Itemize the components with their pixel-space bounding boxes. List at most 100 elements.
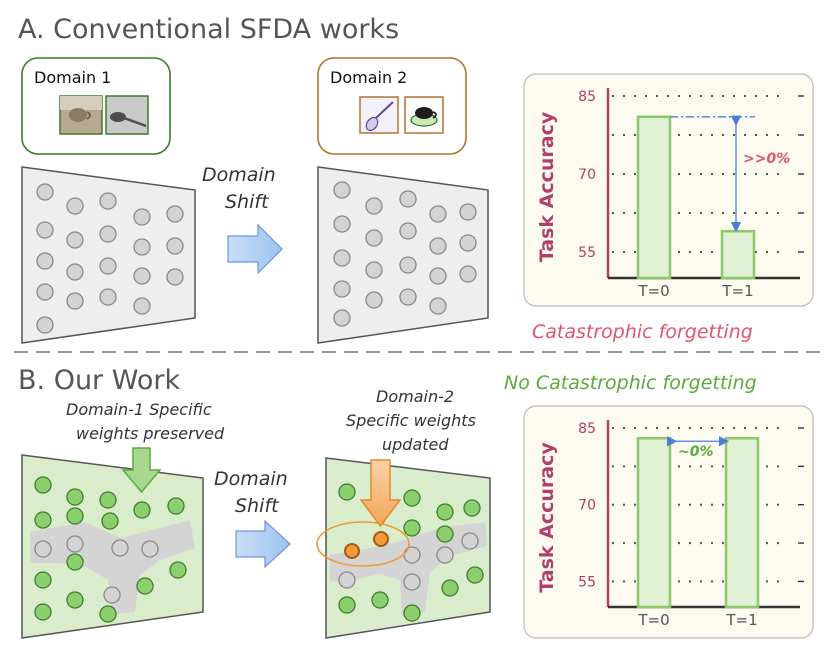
weight-node <box>371 591 389 609</box>
weight-node <box>99 192 117 210</box>
weight-node <box>34 571 52 589</box>
updated-weight-node <box>344 543 360 559</box>
domain-shift-b-line1: Domain <box>214 468 288 490</box>
weight-node <box>333 280 351 298</box>
domain-shift-b: Domain Shift <box>214 468 291 569</box>
weight-node <box>333 249 351 267</box>
weight-node <box>133 208 151 226</box>
weight-node <box>99 257 117 275</box>
updated-weights-region <box>316 521 410 567</box>
weight-node <box>101 512 119 530</box>
weight-node <box>399 256 417 274</box>
weight-node <box>338 483 356 501</box>
weight-node <box>169 561 187 579</box>
x-tick-label: T=1 <box>721 282 753 300</box>
weight-node <box>466 566 484 584</box>
cup-drawing-icon <box>404 96 444 134</box>
weight-node <box>36 283 54 301</box>
weight-node <box>99 491 117 509</box>
weight-node <box>36 183 54 201</box>
weight-node <box>441 579 459 597</box>
weight-node <box>66 197 84 215</box>
domain2-box: Domain 2 <box>317 57 467 155</box>
section-a-title: A. Conventional SFDA works <box>18 14 399 45</box>
weight-node <box>166 237 184 255</box>
weight-node <box>429 205 447 223</box>
weight-node <box>459 265 477 283</box>
bar <box>724 436 760 609</box>
weight-node <box>166 205 184 223</box>
domain-shift-a-line2: Shift <box>225 191 270 213</box>
weight-node <box>66 591 84 609</box>
preserve-arrow-icon <box>121 447 162 494</box>
catastrophic-forgetting-caption: Catastrophic forgetting <box>532 321 753 343</box>
source-model-network <box>21 166 196 344</box>
weight-node <box>141 540 159 558</box>
weight-node <box>133 501 151 519</box>
domain-shift-a-line1: Domain <box>202 164 276 186</box>
y-tick-label: 55 <box>578 574 596 590</box>
weight-node <box>136 577 154 595</box>
weight-node <box>133 267 151 285</box>
weight-node <box>365 261 383 279</box>
weight-node <box>333 309 351 327</box>
weight-node <box>429 237 447 255</box>
weight-node <box>36 221 54 239</box>
domain1-label: Domain 1 <box>34 68 111 87</box>
weight-node <box>99 605 117 623</box>
weight-node <box>429 267 447 285</box>
weight-node <box>436 503 454 521</box>
no-catastrophic-forgetting-caption: No Catastrophic forgetting <box>504 372 757 394</box>
spoon-photo-icon <box>105 95 149 135</box>
x-tick-label: T=0 <box>637 282 669 300</box>
note-domain1-line1: Domain-1 Specific <box>66 400 212 419</box>
weight-node <box>459 203 477 221</box>
section-b-title: B. Our Work <box>18 365 180 396</box>
domain-shift-b-line2: Shift <box>235 495 280 517</box>
weight-node <box>333 215 351 233</box>
weight-node <box>66 553 84 571</box>
source-model-network-b <box>21 454 204 639</box>
adapted-model-network-b <box>316 457 491 639</box>
weight-node <box>399 222 417 240</box>
weight-node <box>103 586 121 604</box>
weight-node <box>403 546 421 564</box>
shift-arrow-a-icon <box>227 223 283 275</box>
weight-node <box>429 297 447 315</box>
weight-node <box>34 476 52 494</box>
weight-node <box>133 238 151 256</box>
weight-node <box>403 519 421 537</box>
adapted-model-network <box>317 166 489 344</box>
weight-node <box>403 573 421 591</box>
x-tick-label: T=1 <box>725 611 757 629</box>
weight-node <box>463 499 481 517</box>
weight-node <box>111 539 129 557</box>
shift-arrow-b-icon <box>235 519 291 569</box>
weight-node <box>333 181 351 199</box>
y-tick-label: 55 <box>578 245 596 261</box>
accuracy-drop-label: ~0% <box>678 444 714 460</box>
weight-node <box>365 197 383 215</box>
weight-node <box>66 507 84 525</box>
weight-node <box>461 532 479 550</box>
weight-node <box>399 288 417 306</box>
domain-shift-a: Domain Shift <box>202 164 283 275</box>
weight-node <box>34 511 52 529</box>
weight-node <box>167 497 185 515</box>
update-arrow-icon <box>359 459 402 528</box>
weight-node <box>459 234 477 252</box>
weight-node <box>399 190 417 208</box>
weight-node <box>36 316 54 334</box>
y-tick-label: 70 <box>578 167 596 183</box>
weight-node <box>66 231 84 249</box>
note-domain2-line2: Specific weights <box>346 411 476 430</box>
weight-node <box>99 225 117 243</box>
weight-node <box>34 540 52 558</box>
weight-node <box>36 252 54 270</box>
weight-node <box>133 297 151 315</box>
domain1-box: Domain 1 <box>21 57 171 155</box>
weight-node <box>99 288 117 306</box>
domain2-label: Domain 2 <box>330 68 407 87</box>
weight-node <box>403 604 421 622</box>
